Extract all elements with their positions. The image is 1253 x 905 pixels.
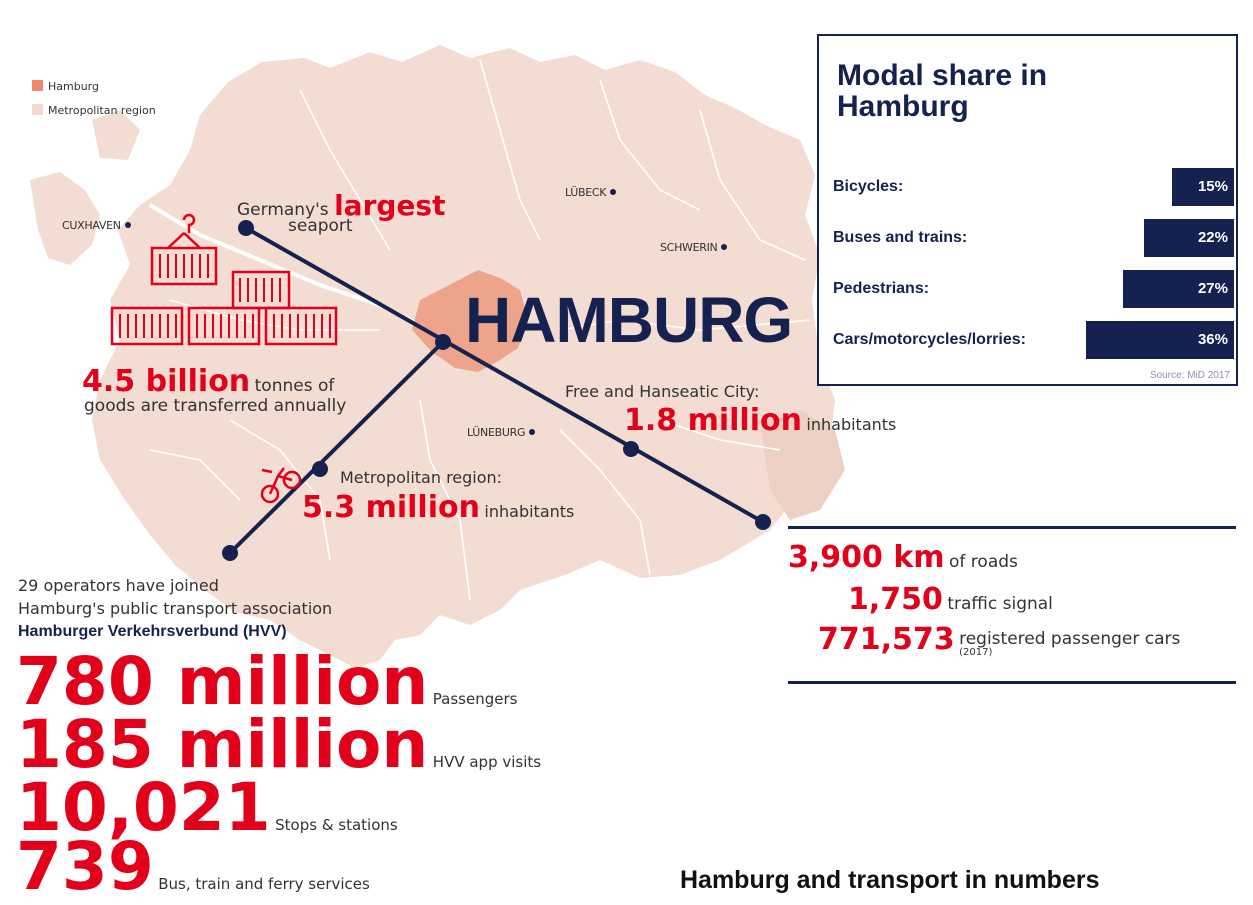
- hvv-stat-app-visits: 185 million HVV app visits: [16, 710, 541, 780]
- region-north-island: [92, 110, 140, 160]
- region-pop-heading: Metropolitan region:: [340, 468, 503, 487]
- roads-label: registered passenger cars: [959, 629, 1181, 649]
- modal-share-label: Bicycles:: [833, 178, 904, 195]
- modal-share-bar: 15%: [1172, 168, 1234, 206]
- goods-text1: tonnes of: [254, 376, 335, 396]
- modal-share-row: Pedestrians: 27%: [819, 270, 1236, 308]
- map-title: HAMBURG: [465, 284, 793, 356]
- hvv-intro: 29 operators have joined Hamburg's publi…: [18, 574, 332, 643]
- roads-value: 3,900 km: [788, 540, 945, 575]
- city-label-cuxhaven: CUXHAVEN: [62, 219, 135, 232]
- modal-share-value: 22%: [1197, 229, 1228, 246]
- city-label-luebeck: LÜBECK: [565, 186, 620, 199]
- seaport-suffix: seaport: [288, 216, 353, 236]
- modal-share-panel: Modal share in Hamburg Bicycles: 15% Buses…: [817, 34, 1238, 386]
- hvv-stat-value: 10,021: [16, 769, 271, 846]
- bicycle-icon: [260, 467, 302, 504]
- roads-label: traffic signal: [947, 594, 1053, 614]
- city-dot: [610, 189, 617, 195]
- city-label-lueneburg: LÜNEBURG: [467, 426, 539, 439]
- roads-note: (2017): [959, 647, 993, 658]
- roads-label-group: registered passenger cars (2017): [959, 630, 1180, 658]
- region-pop-stat: 5.3 million inhabitants: [302, 490, 574, 525]
- hvv-stat-label: Bus, train and ferry services: [158, 875, 370, 893]
- hvv-stat-value: 739: [16, 828, 154, 905]
- legend-item-metropolitan-region: Metropolitan region: [32, 104, 156, 117]
- city-pop-value: 1.8 million: [624, 403, 802, 438]
- roads-stat-signals: 1,750 traffic signal: [848, 582, 1053, 617]
- modal-share-row: Cars/motorcycles/lorries: 36%: [819, 321, 1236, 359]
- hvv-stat-stops: 10,021 Stops & stations: [16, 773, 398, 843]
- city-pop-unit: inhabitants: [806, 415, 897, 434]
- hvv-stat-services: 739 Bus, train and ferry services: [16, 832, 370, 902]
- seaport-highlight: largest: [334, 189, 446, 222]
- hvv-stat-value: 780 million: [16, 643, 429, 720]
- roads-label: of roads: [949, 552, 1018, 572]
- connector-dots: [222, 220, 771, 561]
- district-boundaries: [149, 59, 811, 601]
- goods-stat: 4.5 billion tonnes of: [82, 364, 334, 399]
- modal-share-row: Bicycles: 15%: [819, 168, 1236, 206]
- region-west-coast: [30, 172, 100, 265]
- modal-share-bar: 36%: [1086, 321, 1234, 359]
- modal-share-row: Buses and trains: 22%: [819, 219, 1236, 257]
- region-pop-value: 5.3 million: [302, 490, 480, 525]
- goods-text2: goods are transferred annually: [84, 396, 347, 416]
- legend-label: Metropolitan region: [48, 104, 156, 117]
- connector-lines: [228, 226, 764, 555]
- city-dot: [529, 429, 536, 435]
- hvv-stat-label: Passengers: [432, 690, 518, 708]
- modal-share-label: Buses and trains:: [833, 229, 968, 246]
- roads-top-rule: [788, 526, 1236, 529]
- hvv-line1: 29 operators have joined: [18, 576, 219, 595]
- modal-share-bar: 27%: [1123, 270, 1234, 308]
- legend-swatch-metropolitan: [32, 104, 43, 115]
- modal-share-bar: 22%: [1144, 219, 1234, 257]
- modal-share-value: 36%: [1197, 331, 1228, 348]
- modal-share-label: Pedestrians:: [833, 280, 930, 297]
- footer-title: Hamburg and transport in numbers: [680, 866, 1100, 894]
- modal-share-label: Cars/motorcycles/lorries:: [833, 331, 1026, 348]
- hvv-name: Hamburger Verkehrsverbund (HVV): [18, 623, 287, 640]
- hvv-stat-label: Stops & stations: [275, 816, 398, 834]
- modal-share-value: 27%: [1197, 280, 1228, 297]
- roads-stat-km: 3,900 km of roads: [788, 540, 1018, 575]
- hvv-stat-label: HVV app visits: [432, 753, 542, 771]
- city-pop-heading: Free and Hanseatic City:: [565, 382, 760, 401]
- modal-share-source: Source: MiD 2017: [1149, 370, 1230, 381]
- region-pop-unit: inhabitants: [484, 502, 575, 521]
- modal-share-title: Modal share in Hamburg: [837, 59, 1048, 123]
- hvv-line2: Hamburg's public transport association: [18, 599, 333, 618]
- hvv-stat-value: 185 million: [16, 706, 429, 783]
- city-label-schwerin: SCHWERIN: [660, 241, 731, 254]
- roads-stat-cars: 771,573 registered passenger cars (2017): [818, 622, 1180, 658]
- city-dot: [124, 222, 131, 228]
- roads-value: 771,573: [818, 622, 955, 657]
- region-east-lobe: [760, 410, 845, 520]
- legend-swatch-hamburg: [32, 80, 43, 91]
- legend-item-hamburg: Hamburg: [32, 80, 99, 93]
- city-pop-stat: 1.8 million inhabitants: [624, 403, 896, 438]
- legend-label: Hamburg: [48, 80, 99, 93]
- region-map: [30, 45, 845, 668]
- roads-value: 1,750: [848, 582, 943, 617]
- seaport-caption: Germany's largest: [237, 189, 446, 222]
- hvv-stat-passengers: 780 million Passengers: [16, 647, 517, 717]
- modal-share-value: 15%: [1197, 178, 1228, 195]
- shipping-containers-icon: [110, 213, 338, 346]
- goods-value: 4.5 billion: [82, 364, 251, 399]
- city-dot: [721, 244, 728, 250]
- roads-bottom-rule: [788, 681, 1236, 684]
